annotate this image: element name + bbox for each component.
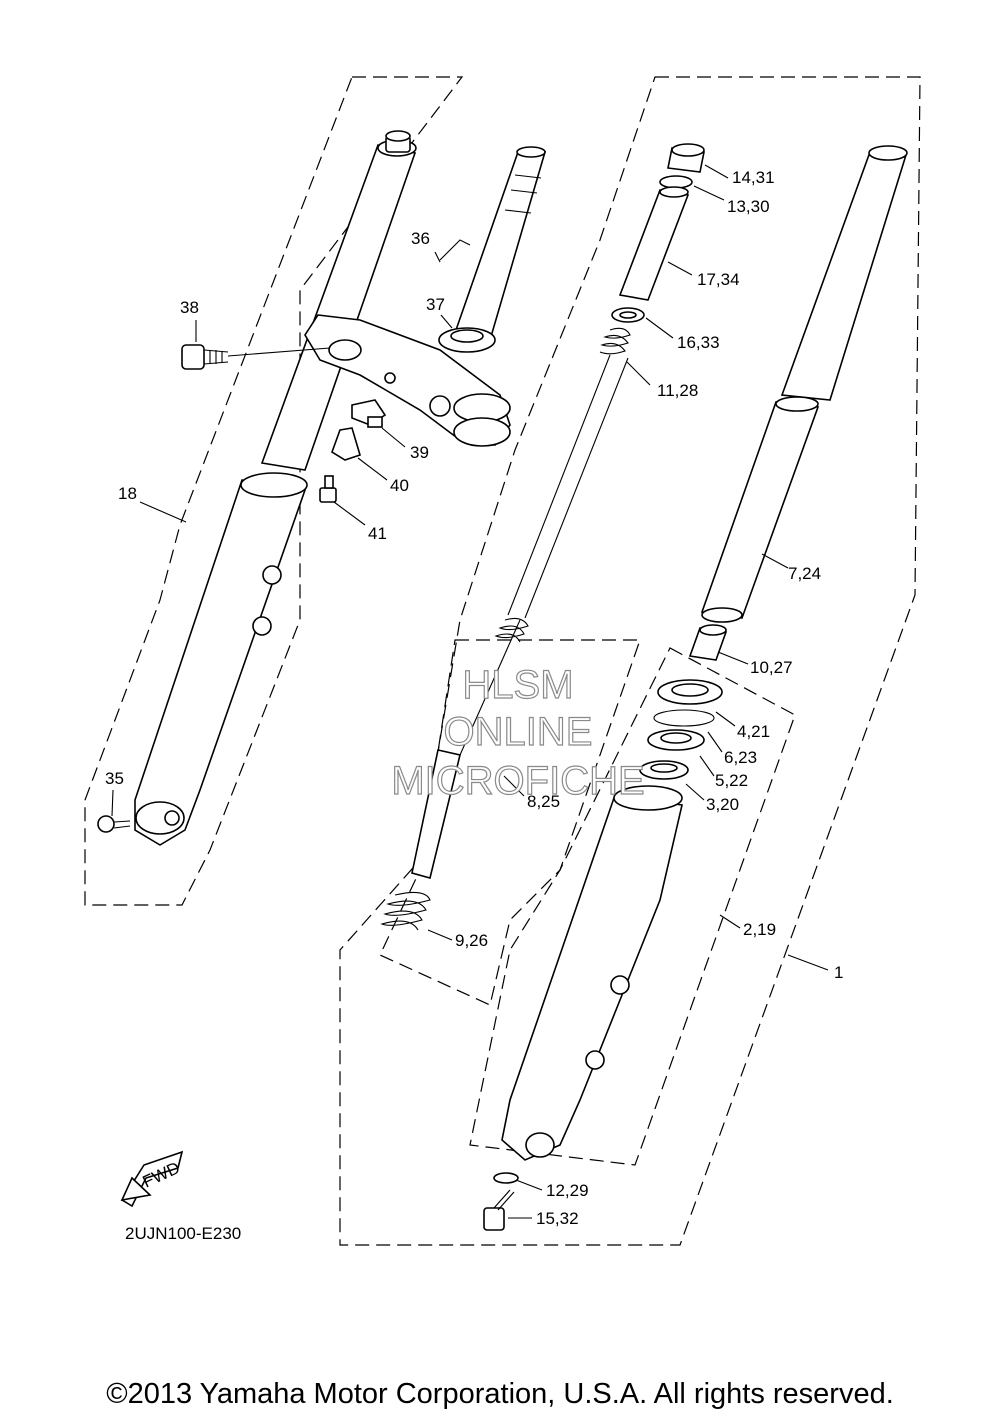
callout-5[interactable]: 5,22 [715,771,748,790]
washer-16[interactable] [611,307,645,323]
fwd-arrow-icon [120,1150,184,1208]
bushing-3[interactable] [639,760,689,780]
fork-spring-11[interactable] [507,327,631,619]
damper-rod-8[interactable] [411,617,529,879]
callout-15[interactable]: 15,32 [536,1209,579,1228]
callout-14[interactable]: 14,31 [732,168,775,187]
seal-subassembly-boundary [469,647,796,1166]
outer-tube-2[interactable] [501,785,683,1161]
callout-18[interactable]: 18 [118,484,137,503]
callout-6[interactable]: 6,23 [724,748,757,767]
callout-12[interactable]: 12,29 [546,1181,589,1200]
dust-seal-4[interactable] [657,679,723,705]
pinch-bolt-38[interactable] [181,344,229,370]
callout-41[interactable]: 41 [368,524,387,543]
cap-bolt-14[interactable] [667,143,705,173]
damper-subassembly-boundary [379,639,641,1006]
callout-11[interactable]: 11,28 [657,381,698,400]
axle-bolt-35[interactable] [97,815,131,833]
callout-3[interactable]: 3,20 [706,795,739,814]
callout-9[interactable]: 9,26 [455,931,488,950]
retaining-clip-6[interactable] [653,709,715,727]
under-bracket[interactable] [304,314,511,447]
inner-tube-lower[interactable] [700,396,820,623]
leader-lines [111,164,829,1219]
callout-7[interactable]: 7,24 [788,564,821,583]
left-fork-leg[interactable] [134,139,417,846]
callout-36[interactable]: 36 [411,229,430,248]
oil-lock-piece-10[interactable] [688,624,728,661]
callout-4[interactable]: 4,21 [737,722,770,741]
callout-17[interactable]: 17,34 [697,270,740,289]
cable-clamp-39[interactable] [351,399,387,428]
right-assembly-boundary [339,76,921,1246]
copyright-notice: ©2013 Yamaha Motor Corporation, U.S.A. A… [106,1378,894,1410]
guide-bracket-40[interactable] [331,427,361,461]
o-ring-13[interactable] [659,175,693,189]
left-assembly-boundary [84,76,464,906]
left-fork-cap[interactable] [385,130,411,153]
drain-bolt-15[interactable] [483,1189,515,1231]
callout-35[interactable]: 35 [105,769,124,788]
callout-2[interactable]: 2,19 [743,920,776,939]
callout-40[interactable]: 40 [390,476,409,495]
callout-39[interactable]: 39 [410,443,429,462]
watermark: HLSM ONLINE MICROFICHE [391,662,646,803]
svg-text:HLSM: HLSM [462,663,573,707]
oil-seal-5[interactable] [647,729,705,751]
spacer-17[interactable] [618,186,690,301]
rebound-spring-9[interactable] [380,891,431,931]
callout-1[interactable]: 1 [834,963,843,982]
callout-38[interactable]: 38 [180,298,199,317]
svg-text:ONLINE: ONLINE [444,710,593,754]
copper-washer-12[interactable] [493,1172,519,1184]
diagram-code: 2UJN100-E230 [125,1224,241,1243]
callout-10[interactable]: 10,27 [750,658,793,677]
callout-16[interactable]: 16,33 [677,333,720,352]
steering-stem[interactable] [454,146,547,341]
callout-labels: 18 35 38 36 37 39 40 41 14,31 13,30 17,3… [105,168,843,1228]
bolt-41[interactable] [319,475,337,503]
callout-37[interactable]: 37 [426,295,445,314]
svg-text:MICROFICHE: MICROFICHE [391,759,644,803]
inner-tube-upper[interactable] [780,145,908,401]
callout-13[interactable]: 13,30 [727,197,770,216]
steering-bearing[interactable] [438,327,496,353]
callout-8[interactable]: 8,25 [527,792,560,811]
